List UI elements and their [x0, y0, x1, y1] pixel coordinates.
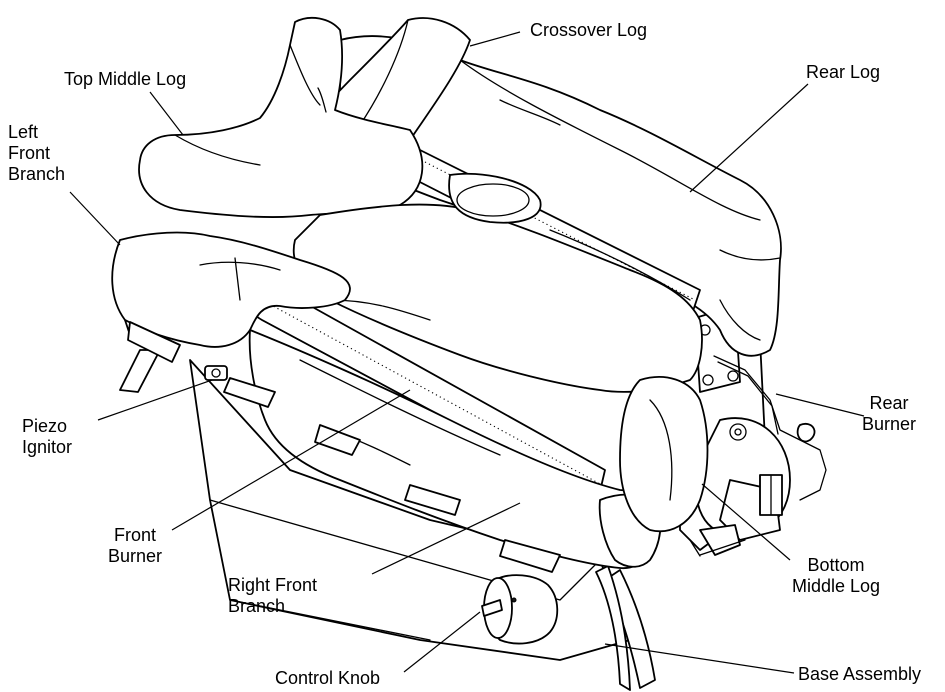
label-left-front-branch: Left Front Branch: [8, 122, 66, 184]
label-rear-log: Rear Log: [806, 62, 881, 82]
leader-base-assembly: [604, 643, 795, 674]
leader-control-knob: [403, 611, 481, 673]
top-middle-log: [138, 16, 424, 218]
leader-rear-log: [689, 83, 809, 193]
leader-bottom-middle-log: [701, 483, 791, 561]
bottom-middle-log: [292, 172, 703, 393]
left-front-branch: [111, 231, 351, 363]
label-crossover-log: Crossover Log: [530, 20, 648, 40]
leader-top-middle-log: [149, 91, 184, 136]
label-top-middle-log: Top Middle Log: [64, 69, 187, 89]
leader-front-burner: [171, 389, 411, 531]
leader-lines: [69, 31, 865, 674]
leader-left-front-branch: [69, 191, 121, 246]
label-right-front-branch: Right Front Branch: [228, 575, 318, 616]
bottom-middle-log-end: [619, 376, 709, 533]
label-control-knob: Control Knob: [275, 668, 381, 688]
leader-piezo-ignitor: [97, 379, 213, 421]
leader-rear-burner: [775, 393, 865, 417]
leader-right-front-branch: [371, 502, 521, 575]
control-knob: [481, 574, 559, 645]
label-base-assembly: Base Assembly: [798, 664, 922, 684]
label-front-burner: Front Burner: [108, 525, 163, 566]
label-rear-burner: Rear Burner: [862, 393, 917, 434]
leader-crossover-log: [469, 31, 521, 47]
label-bottom-middle-log: Bottom Middle Log: [792, 555, 881, 596]
label-piezo-ignitor: Piezo Ignitor: [22, 416, 73, 457]
piezo-ignitor: [204, 365, 228, 381]
